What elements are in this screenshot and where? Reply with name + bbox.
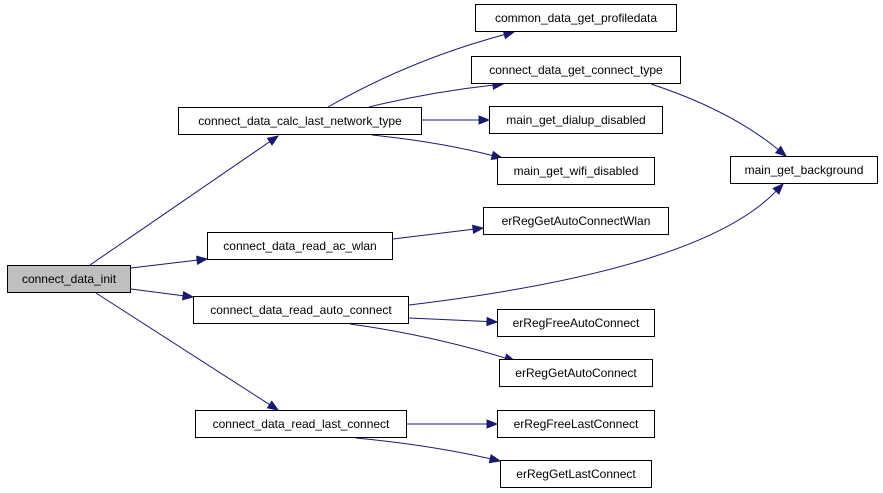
edge-connect-data-read-auto-connect-to-main-get-background (408, 190, 777, 306)
node-main-get-background[interactable]: main_get_background (730, 156, 878, 184)
arrowhead-connect-data-read-last-connect (266, 400, 280, 411)
edge-connect-data-read-last-connect-to-er-reg-get-last-connect (355, 437, 491, 460)
node-main-get-dialup-disabled[interactable]: main_get_dialup_disabled (489, 106, 663, 134)
arrowhead-connect-data-read-ac-wlan (196, 255, 209, 265)
node-erreg-free-auto-connect[interactable]: erRegFreeAutoConnect (497, 309, 655, 337)
node-connect-data-calc-last-network-type[interactable]: connect_data_calc_last_network_type (178, 107, 422, 135)
node-connect-data-init: connect_data_init (7, 265, 131, 293)
arrowhead-connect-data-read-auto-connect (181, 290, 195, 301)
arrowhead-er-reg-get-auto-connect-wlan (472, 224, 485, 234)
edge-connect-data-read-auto-connect-to-er-reg-get-auto-connect (349, 323, 506, 359)
edge-connect-data-init-to-connect-data-read-last-connect (95, 292, 270, 406)
node-connect-data-read-ac-wlan[interactable]: connect_data_read_ac_wlan (207, 232, 393, 260)
node-main-get-wifi-disabled[interactable]: main_get_wifi_disabled (497, 157, 655, 185)
edge-connect-data-init-to-connect-data-read-auto-connect (130, 288, 184, 297)
arrowhead-er-reg-free-auto-connect (486, 316, 499, 327)
node-erreg-get-auto-connect-wlan[interactable]: erRegGetAutoConnectWlan (483, 207, 669, 235)
arrowhead-main-get-background (774, 145, 788, 157)
edge-connect-data-calc-last-network-type-to-main-get-wifi-disabled (371, 134, 493, 156)
edge-connect-data-get-connect-type-to-main-get-background (650, 83, 779, 151)
node-connect-data-read-last-connect[interactable]: connect_data_read_last_connect (195, 410, 407, 438)
node-connect-data-get-connect-type[interactable]: connect_data_get_connect_type (471, 56, 681, 84)
edge-connect-data-read-auto-connect-to-er-reg-free-auto-connect (408, 317, 488, 323)
node-common-data-get-profiledata[interactable]: common_data_get_profiledata (475, 4, 677, 32)
node-erreg-free-last-connect[interactable]: erRegFreeLastConnect (497, 410, 655, 438)
arrowhead-er-reg-get-last-connect (488, 454, 502, 464)
node-erreg-get-last-connect[interactable]: erRegGetLastConnect (500, 460, 652, 488)
arrowhead-er-reg-free-last-connect (486, 419, 499, 429)
edge-connect-data-init-to-connect-data-read-ac-wlan (130, 259, 198, 269)
edge-connect-data-read-ac-wlan-to-er-reg-get-auto-connect-wlan (392, 228, 474, 240)
node-connect-data-read-auto-connect[interactable]: connect_data_read_auto_connect (193, 296, 409, 324)
arrowhead-connect-data-calc-last-network-type (266, 135, 280, 146)
edge-connect-data-init-to-connect-data-calc-last-network-type (89, 141, 271, 266)
node-erreg-get-auto-connect[interactable]: erRegGetAutoConnect (499, 359, 653, 387)
arrowhead-main-get-background (772, 183, 784, 195)
edge-connect-data-calc-last-network-type-to-connect-data-get-connect-type (368, 84, 494, 108)
edge-connect-data-calc-last-network-type-to-common-data-get-profiledata (327, 34, 505, 108)
arrowhead-main-get-dialup-disabled (478, 115, 491, 125)
